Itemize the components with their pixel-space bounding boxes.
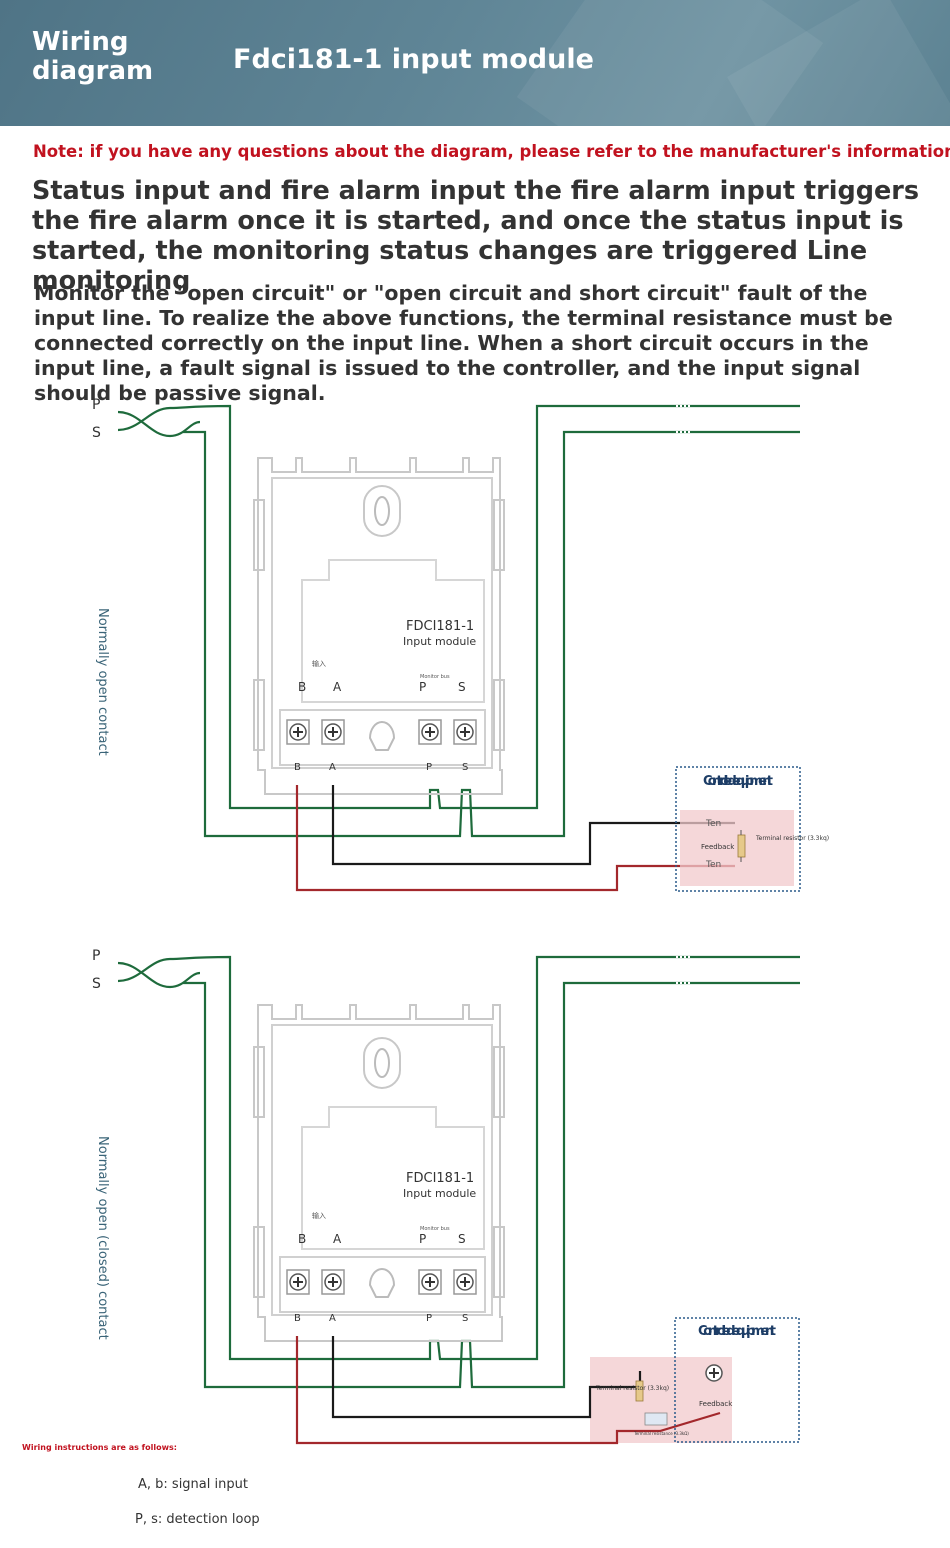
wiring-diagram-1: P S Normally open contact FDCI181-1 Inpu…: [92, 397, 829, 892]
s-label: S: [92, 425, 101, 441]
module-subtitle: Input module: [403, 1187, 476, 1200]
header-banner: Wiring diagram Fdci181-1 input module: [0, 0, 950, 126]
wire-break-marks: [676, 956, 692, 984]
terminal-screws: [286, 1269, 477, 1295]
svg-text:A: A: [333, 680, 342, 694]
header-label: Wiring diagram: [32, 27, 154, 86]
ten-bottom: Ten: [705, 860, 721, 870]
module-subtitle: Input module: [403, 635, 476, 648]
pin-labels-top: B A P S: [298, 1232, 466, 1246]
equip-title: Controlled equipment: [698, 1324, 776, 1339]
p-label: P: [92, 397, 100, 413]
svg-text:B: B: [294, 762, 301, 773]
wire-break-marks: [676, 405, 692, 433]
equip-title: Controlled equipment: [703, 774, 773, 789]
manufacturer-note: Note: if you have any questions about th…: [33, 142, 950, 161]
svg-text:P: P: [426, 762, 432, 773]
module-body: [253, 1004, 505, 1342]
wiring-diagram-2: P S Normally open (closed) contact FDCI1…: [92, 948, 800, 1445]
terminal-screws: [286, 719, 477, 745]
input-tag: 输入: [312, 659, 326, 668]
input-tag: 输入: [312, 1211, 326, 1220]
instruction-ps: P, s: detection loop: [135, 1512, 260, 1527]
svg-text:S: S: [462, 762, 468, 773]
svg-text:B: B: [298, 1232, 306, 1246]
svg-text:A: A: [333, 1232, 342, 1246]
wiring-instructions-title: Wiring instructions are as follows:: [22, 1443, 177, 1452]
page-title: Fdci181-1 input module: [233, 44, 594, 75]
terminal-resistor-label: Terminal resistor (3.3kq): [755, 835, 829, 842]
p-label: P: [92, 948, 100, 964]
red-wire: [295, 1336, 721, 1445]
equipment-terminal-icon: [705, 1364, 723, 1382]
section-heading: Status input and fire alarm input the fi…: [32, 176, 919, 296]
feedback-label: Feedback: [699, 1400, 733, 1408]
resistor-icon: [635, 1380, 668, 1426]
svg-text:P: P: [419, 680, 426, 694]
svg-text:S: S: [462, 1313, 468, 1324]
svg-text:P: P: [426, 1313, 432, 1324]
resistor-icon: [737, 830, 746, 862]
terminal-resistor-label: Terminal resistor (3.3kq): [595, 1385, 669, 1392]
svg-text:B: B: [294, 1313, 301, 1324]
svg-text:P: P: [419, 1232, 426, 1246]
s-label: S: [92, 976, 101, 992]
black-wire: [331, 785, 735, 866]
bus-tag: Monitor bus: [420, 1226, 450, 1232]
side-label: Normally open contact: [95, 608, 110, 756]
controlled-equipment-box: [674, 1317, 800, 1443]
pin-labels-bottom: B A P S: [294, 1313, 468, 1324]
pin-labels-bottom: B A P S: [294, 762, 468, 773]
svg-text:A: A: [329, 762, 336, 773]
module-name: FDCI181-1: [406, 619, 474, 634]
side-label: Normally open (closed) contact: [95, 1136, 110, 1340]
feedback-label: Feedback: [701, 843, 735, 851]
bus-tag: Monitor bus: [420, 674, 450, 680]
pink-zone: [680, 810, 794, 886]
terminal-resistance-label: Terminal resistance (3.3kΩ): [633, 1431, 689, 1436]
svg-text:S: S: [458, 1232, 466, 1246]
svg-text:B: B: [298, 680, 306, 694]
green-wires: [117, 404, 800, 838]
module-body: [253, 457, 505, 795]
svg-text:S: S: [458, 680, 466, 694]
svg-text:A: A: [329, 1313, 336, 1324]
red-wire: [295, 785, 735, 892]
pin-labels-top: B A P S: [298, 680, 466, 694]
module-name: FDCI181-1: [406, 1171, 474, 1186]
ten-top: Ten: [705, 819, 721, 829]
controlled-equipment-box: [675, 766, 801, 892]
description-paragraph: Monitor the "open circuit" or "open circ…: [34, 281, 893, 405]
instruction-ab: A, b: signal input: [138, 1477, 248, 1492]
